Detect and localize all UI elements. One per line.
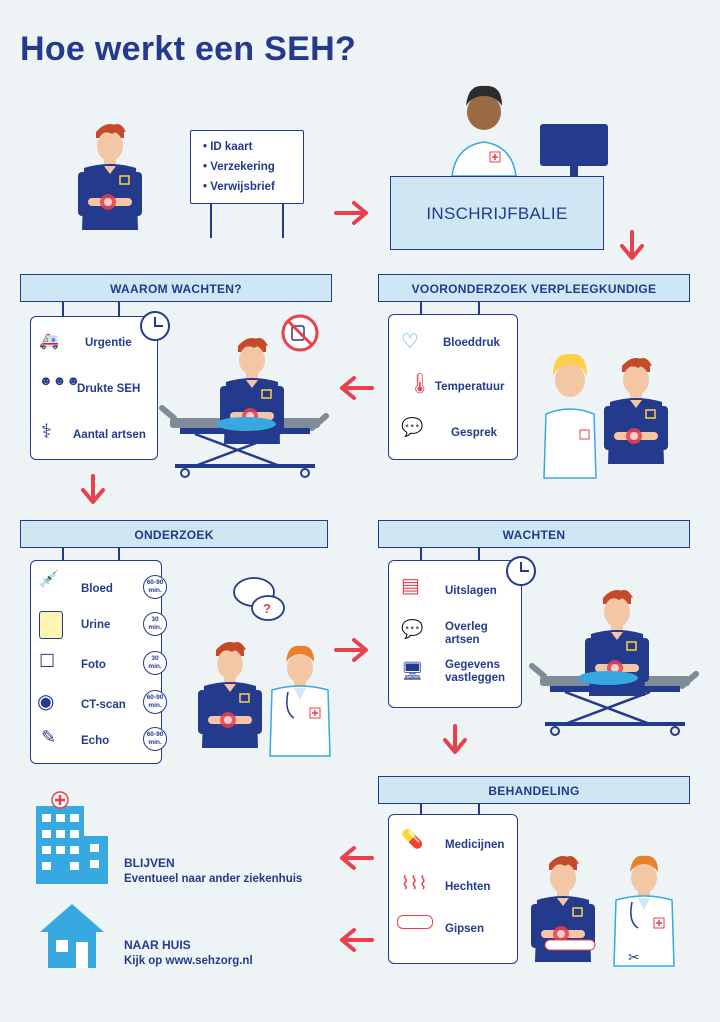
sign-wachten: WACHTEN <box>378 520 690 548</box>
waiting-reasons-card: 🚑 Urgentie ☻☻☻ Drukte SEH ⚕ Aantal artse… <box>30 316 158 460</box>
computer-icon: 🖥 <box>401 661 424 681</box>
arrow-left-icon <box>340 928 374 952</box>
cast-icon <box>397 915 433 929</box>
list-item: Urgentie <box>85 337 132 349</box>
arrow-left-icon <box>340 376 374 400</box>
arrow-right-icon <box>334 201 368 225</box>
conversation-icon: 💬 <box>401 417 424 437</box>
list-item: Medicijnen <box>445 839 505 851</box>
sign-onderzoek: ONDERZOEK <box>20 520 328 548</box>
house-icon <box>40 904 104 968</box>
id-sign: • ID kaart • Verzekering • Verwijsbrief <box>190 130 304 204</box>
waiting-card: ▤ Uitslagen 💬 Overleg artsen 🖥 Gegevens … <box>388 560 522 708</box>
sign-item: • Verzekering <box>203 161 275 173</box>
duration-badge: 30 min. <box>143 651 167 675</box>
list-item: Drukte SEH <box>77 383 141 395</box>
urine-icon <box>39 611 63 639</box>
sign-item: • ID kaart <box>203 141 253 153</box>
receptionist-figure <box>451 85 517 177</box>
list-item: Bloed <box>81 583 113 595</box>
doctor-figure <box>613 855 675 967</box>
clock-icon <box>506 556 536 586</box>
doctor-icon: ⚕ <box>41 421 52 443</box>
list-item: Urine <box>81 619 111 631</box>
list-item: Gegevens vastleggen <box>445 659 506 684</box>
duration-badge: 60-90 min. <box>143 690 167 714</box>
stay-title: BLIJVEN <box>124 856 175 870</box>
nurse-figure <box>543 353 597 479</box>
arrow-right-icon <box>334 638 368 662</box>
registration-desk: INSCHRIJFBALIE <box>390 176 604 250</box>
xray-icon: ☐ <box>39 651 56 671</box>
duration-badge: 60-90 min. <box>143 727 167 751</box>
list-item: CT-scan <box>81 699 126 711</box>
page-title: Hoe werkt een SEH? <box>20 30 357 68</box>
patient-figure <box>603 357 669 465</box>
stay-subtitle: Eventueel naar ander ziekenhuis <box>124 873 303 885</box>
sign-item: • Verwijsbrief <box>203 181 275 193</box>
duration-badge: 60-90 min. <box>143 575 167 599</box>
thermometer-icon: 🌡 <box>407 373 433 395</box>
arrow-down-icon <box>443 724 467 754</box>
sign-vooronderzoek: VOORONDERZOEK VERPLEEGKUNDIGE <box>378 274 690 302</box>
arrow-down-icon <box>620 230 644 260</box>
cast-icon <box>544 939 596 951</box>
conversation-icon: ? <box>233 577 285 621</box>
blood-pressure-icon: ♡ <box>401 331 419 353</box>
sign-behandeling: BEHANDELING <box>378 776 690 804</box>
list-item: Overleg artsen <box>445 621 488 646</box>
examination-card: 💉 Bloed Urine ☐ Foto ◉ CT-scan ✎ Echo <box>30 560 162 764</box>
pre-exam-card: ♡ Bloeddruk 🌡 Temperatuur 💬 Gesprek <box>388 314 518 460</box>
crowd-icon: ☻☻☻ <box>39 373 81 388</box>
clock-icon <box>140 311 170 341</box>
list-item: Aantal artsen <box>73 429 146 441</box>
sign-waarom-wachten: WAAROM WACHTEN? <box>20 274 332 302</box>
medicine-icon: 💊 <box>401 829 424 849</box>
results-icon: ▤ <box>401 575 420 597</box>
monitor-icon <box>540 124 608 166</box>
treatment-card: 💊 Medicijnen ⌇⌇⌇ Hechten Gipsen <box>388 814 518 964</box>
ambulance-icon: 🚑 <box>39 333 59 350</box>
stitches-icon: ⌇⌇⌇ <box>401 873 428 893</box>
arrow-down-icon <box>81 474 105 504</box>
ultrasound-icon: ✎ <box>41 727 57 747</box>
ct-scan-icon: ◉ <box>37 691 55 713</box>
no-drinking-icon <box>281 314 319 352</box>
patient-figure <box>197 641 263 749</box>
blood-icon: 💉 <box>39 571 59 588</box>
list-item: Gipsen <box>445 923 484 935</box>
svg-text:✂: ✂ <box>628 950 640 966</box>
hospital-icon <box>36 791 108 884</box>
patient-figure <box>77 123 143 231</box>
list-item: Temperatuur <box>435 381 505 393</box>
list-item: Uitslagen <box>445 585 497 597</box>
arrow-left-icon <box>340 846 374 870</box>
svg-text:?: ? <box>263 601 271 616</box>
home-title: NAAR HUIS <box>124 938 191 952</box>
home-subtitle: Kijk op www.sehzorg.nl <box>124 955 253 967</box>
list-item: Gesprek <box>451 427 498 439</box>
list-item: Foto <box>81 659 106 671</box>
list-item: Hechten <box>445 881 491 893</box>
consultation-icon: 💬 <box>401 619 424 639</box>
list-item: Bloeddruk <box>443 337 500 349</box>
list-item: Echo <box>81 735 110 747</box>
duration-badge: 30 min. <box>143 612 167 636</box>
doctor-figure <box>269 645 331 757</box>
